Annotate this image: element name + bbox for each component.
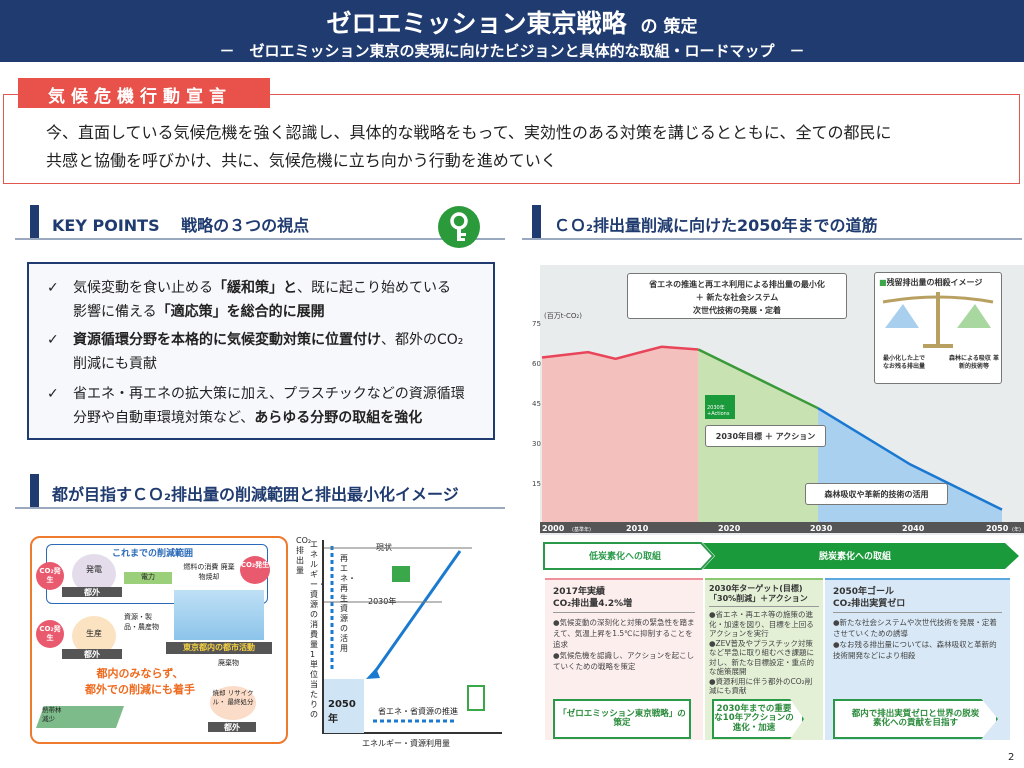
tropical-label: 熱帯林 減少	[42, 706, 62, 723]
renew-label: 再エネ・再生資源の活用	[340, 554, 356, 653]
previous-scope-label: これまでの削減範囲	[112, 549, 194, 559]
check-icon: ✓	[47, 386, 59, 402]
saving-label: 省エネ・省資源の推進	[378, 707, 458, 716]
section-marker	[532, 205, 541, 239]
section-marker	[30, 474, 39, 508]
scale-icon	[882, 292, 994, 348]
page-number: 2	[1008, 752, 1015, 763]
roadmap-box-2050: 都内で排出実質ゼロと世界の脱炭素化への貢献を目指す	[833, 699, 998, 739]
page-subtitle: － ゼロエミッション東京の実現に向けたビジョンと具体的な取組・ロードマップ －	[219, 42, 805, 60]
x-tick-label: 2030	[810, 524, 833, 533]
city-label: 東京都内の都市活動	[166, 642, 272, 654]
graph-y-label: エネルギー・資源の消費量1単位当たりの	[310, 540, 326, 719]
roadmap-box-2017: 「ゼロエミッション東京戦略」の策定	[553, 699, 691, 739]
x-tick-label: 2010	[626, 524, 649, 533]
callout-top: 省エネの推進と再エネ利用による排出量の最小化＋ 新たな社会システム次世代技術の発…	[627, 273, 847, 319]
scope-message: 都内のみならず、都外での削減にも着手	[85, 667, 195, 696]
x-axis-bar	[540, 522, 1024, 533]
co2-cloud: CO₂発生	[36, 620, 64, 648]
electricity-arrow: 電力	[124, 572, 172, 584]
series-line	[817, 407, 1003, 511]
balance-image: ■残留排出量の相殺イメージ 最小化した上で なお残る排出量 森林による吸収 革新…	[874, 272, 1002, 384]
key-icon	[438, 206, 480, 248]
key-points-title: KEY POINTS 戦略の３つの視点	[52, 216, 310, 235]
outside-label: 都外	[62, 587, 122, 597]
phase-arrows	[543, 542, 1019, 570]
graph-x-label: エネルギー・資源利用量	[362, 739, 450, 748]
pathway-title: ＣＯ₂排出量削減に向けた2050年までの道筋	[554, 216, 878, 235]
base-year-note: (基準年)	[572, 527, 591, 533]
divider	[15, 238, 505, 240]
graph-arrows	[324, 546, 485, 723]
roadmap-col-2030: 2030年ターゲット(目標)「30%削減」＋アクション ●省エネ・再エネ等の施策…	[705, 578, 823, 740]
x-tick-label: 2020	[718, 524, 741, 533]
declaration-line: 今、直面している気候危機を強く認識し、具体的な戦略をもって、実効性のある対策を講…	[46, 123, 892, 142]
y-tick-label: 45	[532, 400, 541, 408]
resources-label: 資源・製品・農産物	[124, 613, 159, 631]
unit-label: (百万t-CO₂)	[544, 312, 582, 320]
check-icon: ✓	[47, 280, 59, 296]
key-point-item: ✓ 気候変動を食い止める「緩和策」と、既に起こり始めている 影響に備える「適応策…	[47, 276, 451, 324]
2050-box: 2050年	[324, 679, 364, 733]
page-title: ゼロエミッション東京戦略の 策定	[326, 9, 698, 38]
declaration-label: 気候危機行動宣言	[18, 78, 270, 108]
intensity-graph: CO₂排出量 エネルギー・資源の消費量1単位当たりの 2050年 現状 2030…	[292, 536, 507, 748]
section-marker	[30, 205, 39, 239]
x-tick-label: 2000	[542, 524, 565, 533]
check-icon: ✓	[47, 332, 59, 348]
outside-label: 都外	[62, 649, 122, 659]
year-note: (年)	[1012, 527, 1021, 533]
roadmap-box-2030: 2030年までの重要な10年アクションの進化・加速	[712, 699, 804, 739]
series-area	[542, 346, 699, 523]
phase-decarbonization: 脱炭素化への取組	[818, 552, 891, 562]
x-axis	[322, 732, 502, 734]
2030-actions-badge: 2030年 +Actions	[705, 395, 735, 419]
x-tick-label: 2050	[986, 524, 1009, 533]
divider	[522, 238, 1022, 240]
key-point-item: ✓ 資源循環分野を本格的に気候変動対策に位置付け、都外のCO₂ 削減にも貢献	[47, 328, 463, 376]
co2-cloud: CO₂発生	[36, 562, 64, 590]
y-tick-label: 15	[532, 480, 541, 488]
y-tick-label: 30	[532, 440, 541, 448]
waste-label: 廃棄物	[218, 659, 239, 667]
divider	[15, 507, 505, 509]
outside-label: 都外	[208, 722, 256, 732]
emissions-chart: 2000 2010 2020 2030 2040 2050 15 30 45 60 75 (百万t-…	[532, 265, 1024, 535]
balance-right-label: 森林による吸収 革新的技術等	[949, 355, 999, 370]
disposal-circle: 焼却 リサイクル・ 最終処分	[210, 686, 256, 720]
series-line	[697, 348, 819, 410]
declaration-line: 共感と協働を呼びかけ、共に、気候危機に立ち向かう行動を進めていく	[46, 151, 557, 170]
city-illustration	[174, 590, 264, 640]
scope-title: 都が目指すＣＯ₂排出量の削減範囲と排出最小化イメージ	[52, 485, 459, 504]
callout-forest: 森林吸収や革新的技術の活用	[805, 483, 948, 505]
key-point-item: ✓ 省エネ・再エネの拡大策に加え、プラスチックなどの資源循環 分野や自動車環境対…	[47, 382, 465, 430]
balance-title: ■残留排出量の相殺イメージ	[879, 278, 983, 287]
key-points-box: ✓ 気候変動を食い止める「緩和策」と、既に起こり始めている 影響に備える「適応策…	[27, 262, 495, 440]
y-tick-label: 75	[532, 320, 541, 328]
callout-2030: 2030年目標 ＋ アクション	[705, 425, 826, 447]
y-axis	[322, 540, 324, 734]
x-tick-label: 2040	[902, 524, 925, 533]
balance-left-label: 最小化した上で なお残る排出量	[882, 355, 925, 370]
scope-diagram: これまでの削減範囲 発電 都外 電力 CO₂発生 生産 都外 CO₂発生 資源・…	[30, 536, 288, 744]
header: ゼロエミッション東京戦略の 策定 － ゼロエミッション東京の実現に向けたビジョン…	[0, 0, 1024, 62]
phase-low-carbon: 低炭素化への取組	[588, 552, 661, 562]
graph-y-label: CO₂排出量	[296, 536, 312, 575]
fuel-label: 燃料の消費 廃棄物焼却	[183, 563, 235, 581]
y-tick-label: 60	[532, 360, 541, 368]
co2-cloud: CO₂発生	[240, 556, 270, 584]
declaration-box: 今、直面している気候危機を強く認識し、具体的な戦略をもって、実効性のある対策を講…	[3, 94, 1020, 184]
series-line	[541, 345, 699, 361]
